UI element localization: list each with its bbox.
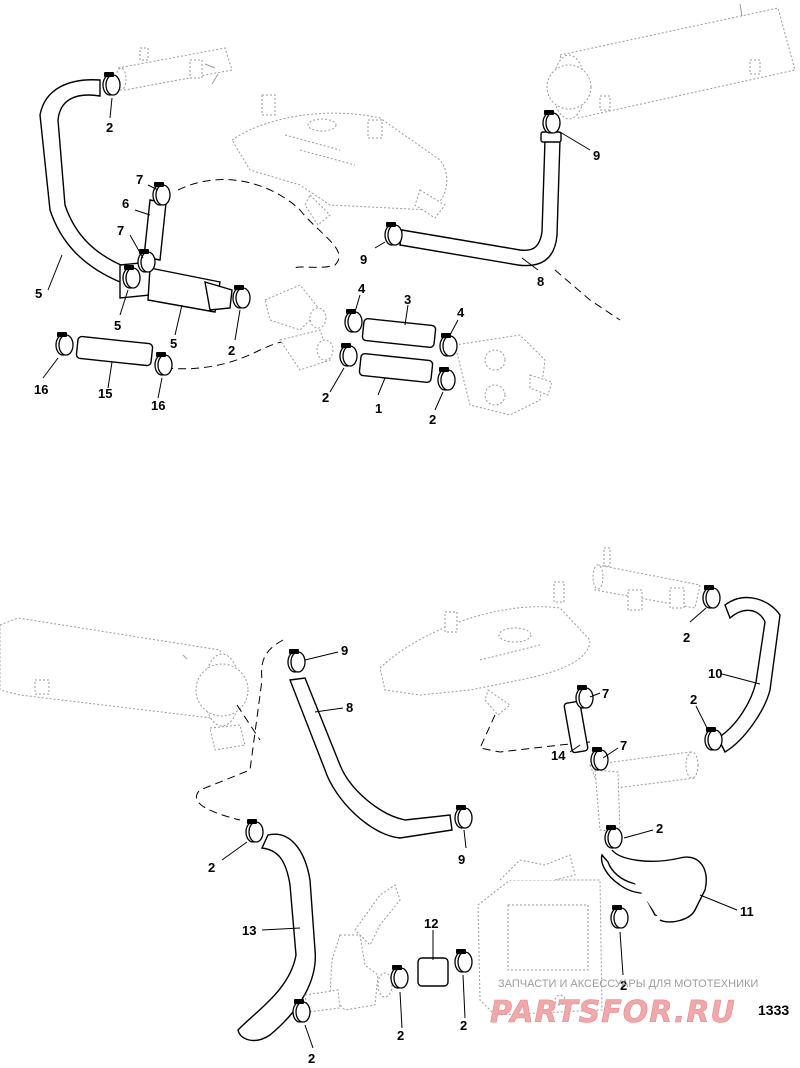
clamp-9c <box>287 648 306 673</box>
cooler-box <box>477 854 603 1016</box>
callout-bot-2d: 2 <box>208 860 215 875</box>
callout-top-8: 8 <box>537 274 544 289</box>
clamp-2h <box>245 818 264 843</box>
hose-8-bottom <box>289 677 453 839</box>
callout-bot-12: 12 <box>424 916 438 931</box>
callout-top-15: 15 <box>98 386 112 401</box>
clamp-2e <box>702 584 721 609</box>
clamp-9b <box>384 221 403 246</box>
callout-bot-13: 13 <box>242 923 256 938</box>
hose-12 <box>417 957 449 987</box>
watermark-caption: ЗАПЧАСТИ И АКСЕССУАРЫ ДЛЯ МОТОТЕХНИКИ <box>498 978 758 990</box>
tee-fitting-bottom <box>589 751 699 833</box>
callout-top-16b: 16 <box>151 398 165 413</box>
clamp-2l <box>454 948 473 973</box>
hose-8-top <box>399 139 561 267</box>
hose-10 <box>717 596 781 753</box>
clamp-16b <box>154 351 173 376</box>
hose-5-long <box>39 79 130 283</box>
callout-bot-2c: 2 <box>656 821 663 836</box>
clamp-9d <box>454 804 473 829</box>
hose-5-short <box>147 267 221 313</box>
callout-top-9a: 9 <box>593 148 600 163</box>
callout-bot-9b: 9 <box>458 852 465 867</box>
hose-3 <box>361 317 437 349</box>
watermark-logo: PARTSFOR.RU <box>490 995 736 1030</box>
callout-bot-7b: 7 <box>620 738 627 753</box>
thermostat-housing <box>304 884 401 1013</box>
callout-top-2c: 2 <box>322 390 329 405</box>
clamp-16a <box>55 331 74 356</box>
callout-top-2d: 2 <box>429 412 436 427</box>
callout-top-16a: 16 <box>34 382 48 397</box>
callout-top-4b: 4 <box>457 305 465 320</box>
exhaust-manifold-bottom <box>379 581 591 716</box>
leader-lines-bottom <box>221 607 761 1049</box>
callout-bot-2g: 2 <box>397 1028 404 1043</box>
fuel-cooler-top <box>115 47 233 91</box>
callout-top-3: 3 <box>404 292 411 307</box>
clamp-2k <box>390 964 409 989</box>
exhaust-manifold-top <box>231 94 448 226</box>
watermark: ЗАПЧАСТИ И АКСЕССУАРЫ ДЛЯ МОТОТЕХНИКИ PA… <box>490 978 759 1030</box>
callout-top-7a: 7 <box>136 172 143 187</box>
callout-top-5b: 5 <box>114 318 121 333</box>
clamp-9a <box>542 109 561 134</box>
callout-bot-9a: 9 <box>341 643 348 658</box>
clamp-2d <box>437 366 456 391</box>
callout-bot-10: 10 <box>708 666 722 681</box>
hose-1 <box>358 352 434 384</box>
heat-exchanger-bottom <box>0 617 249 751</box>
callout-top-5a: 5 <box>35 286 42 301</box>
callout-top-2a: 2 <box>106 120 113 135</box>
clamp-4a <box>344 308 363 333</box>
clamp-7a <box>152 181 171 206</box>
clamp-2b <box>232 284 251 309</box>
callout-top-7b: 7 <box>117 223 124 238</box>
elbow-fitting-top <box>264 284 334 371</box>
callout-top-9b: 9 <box>360 252 367 267</box>
clamp-2c <box>339 342 358 367</box>
callout-bot-2f: 2 <box>308 1051 315 1066</box>
callout-top-4a: 4 <box>358 281 366 296</box>
top-assembly: 2 9 7 6 7 5 5 5 2 9 8 4 3 4 2 1 2 16 15 … <box>34 3 796 427</box>
callout-top-1: 1 <box>375 401 382 416</box>
clamp-4b <box>439 332 458 357</box>
hose-14 <box>563 700 589 754</box>
callout-top-2b: 2 <box>228 343 235 358</box>
clamp-2i <box>610 904 629 929</box>
callout-bot-2a: 2 <box>683 630 690 645</box>
clamp-7d <box>590 746 609 771</box>
callout-bot-14: 14 <box>551 748 566 763</box>
fuel-cooler-bottom <box>592 547 701 611</box>
clamp-2f <box>704 726 723 751</box>
bottom-assembly: 9 8 2 10 2 7 14 7 2 9 2 13 11 12 2 2 2 2 <box>0 547 781 1066</box>
callout-bot-8: 8 <box>346 700 353 715</box>
callout-top-5c: 5 <box>170 336 177 351</box>
callout-bot-7a: 7 <box>602 686 609 701</box>
hose-13 <box>237 833 317 1042</box>
figure-number: 1333 <box>758 1002 789 1018</box>
callout-bot-2h: 2 <box>460 1018 467 1033</box>
sea-water-pump <box>454 334 553 416</box>
callout-bot-2e: 2 <box>620 978 627 993</box>
hose-15 <box>75 335 154 367</box>
leader-lines-top <box>42 97 591 411</box>
callout-top-6: 6 <box>122 196 129 211</box>
heat-exchanger-top <box>546 3 796 120</box>
callout-bot-11: 11 <box>740 904 754 919</box>
callout-bot-2b: 2 <box>690 692 697 707</box>
